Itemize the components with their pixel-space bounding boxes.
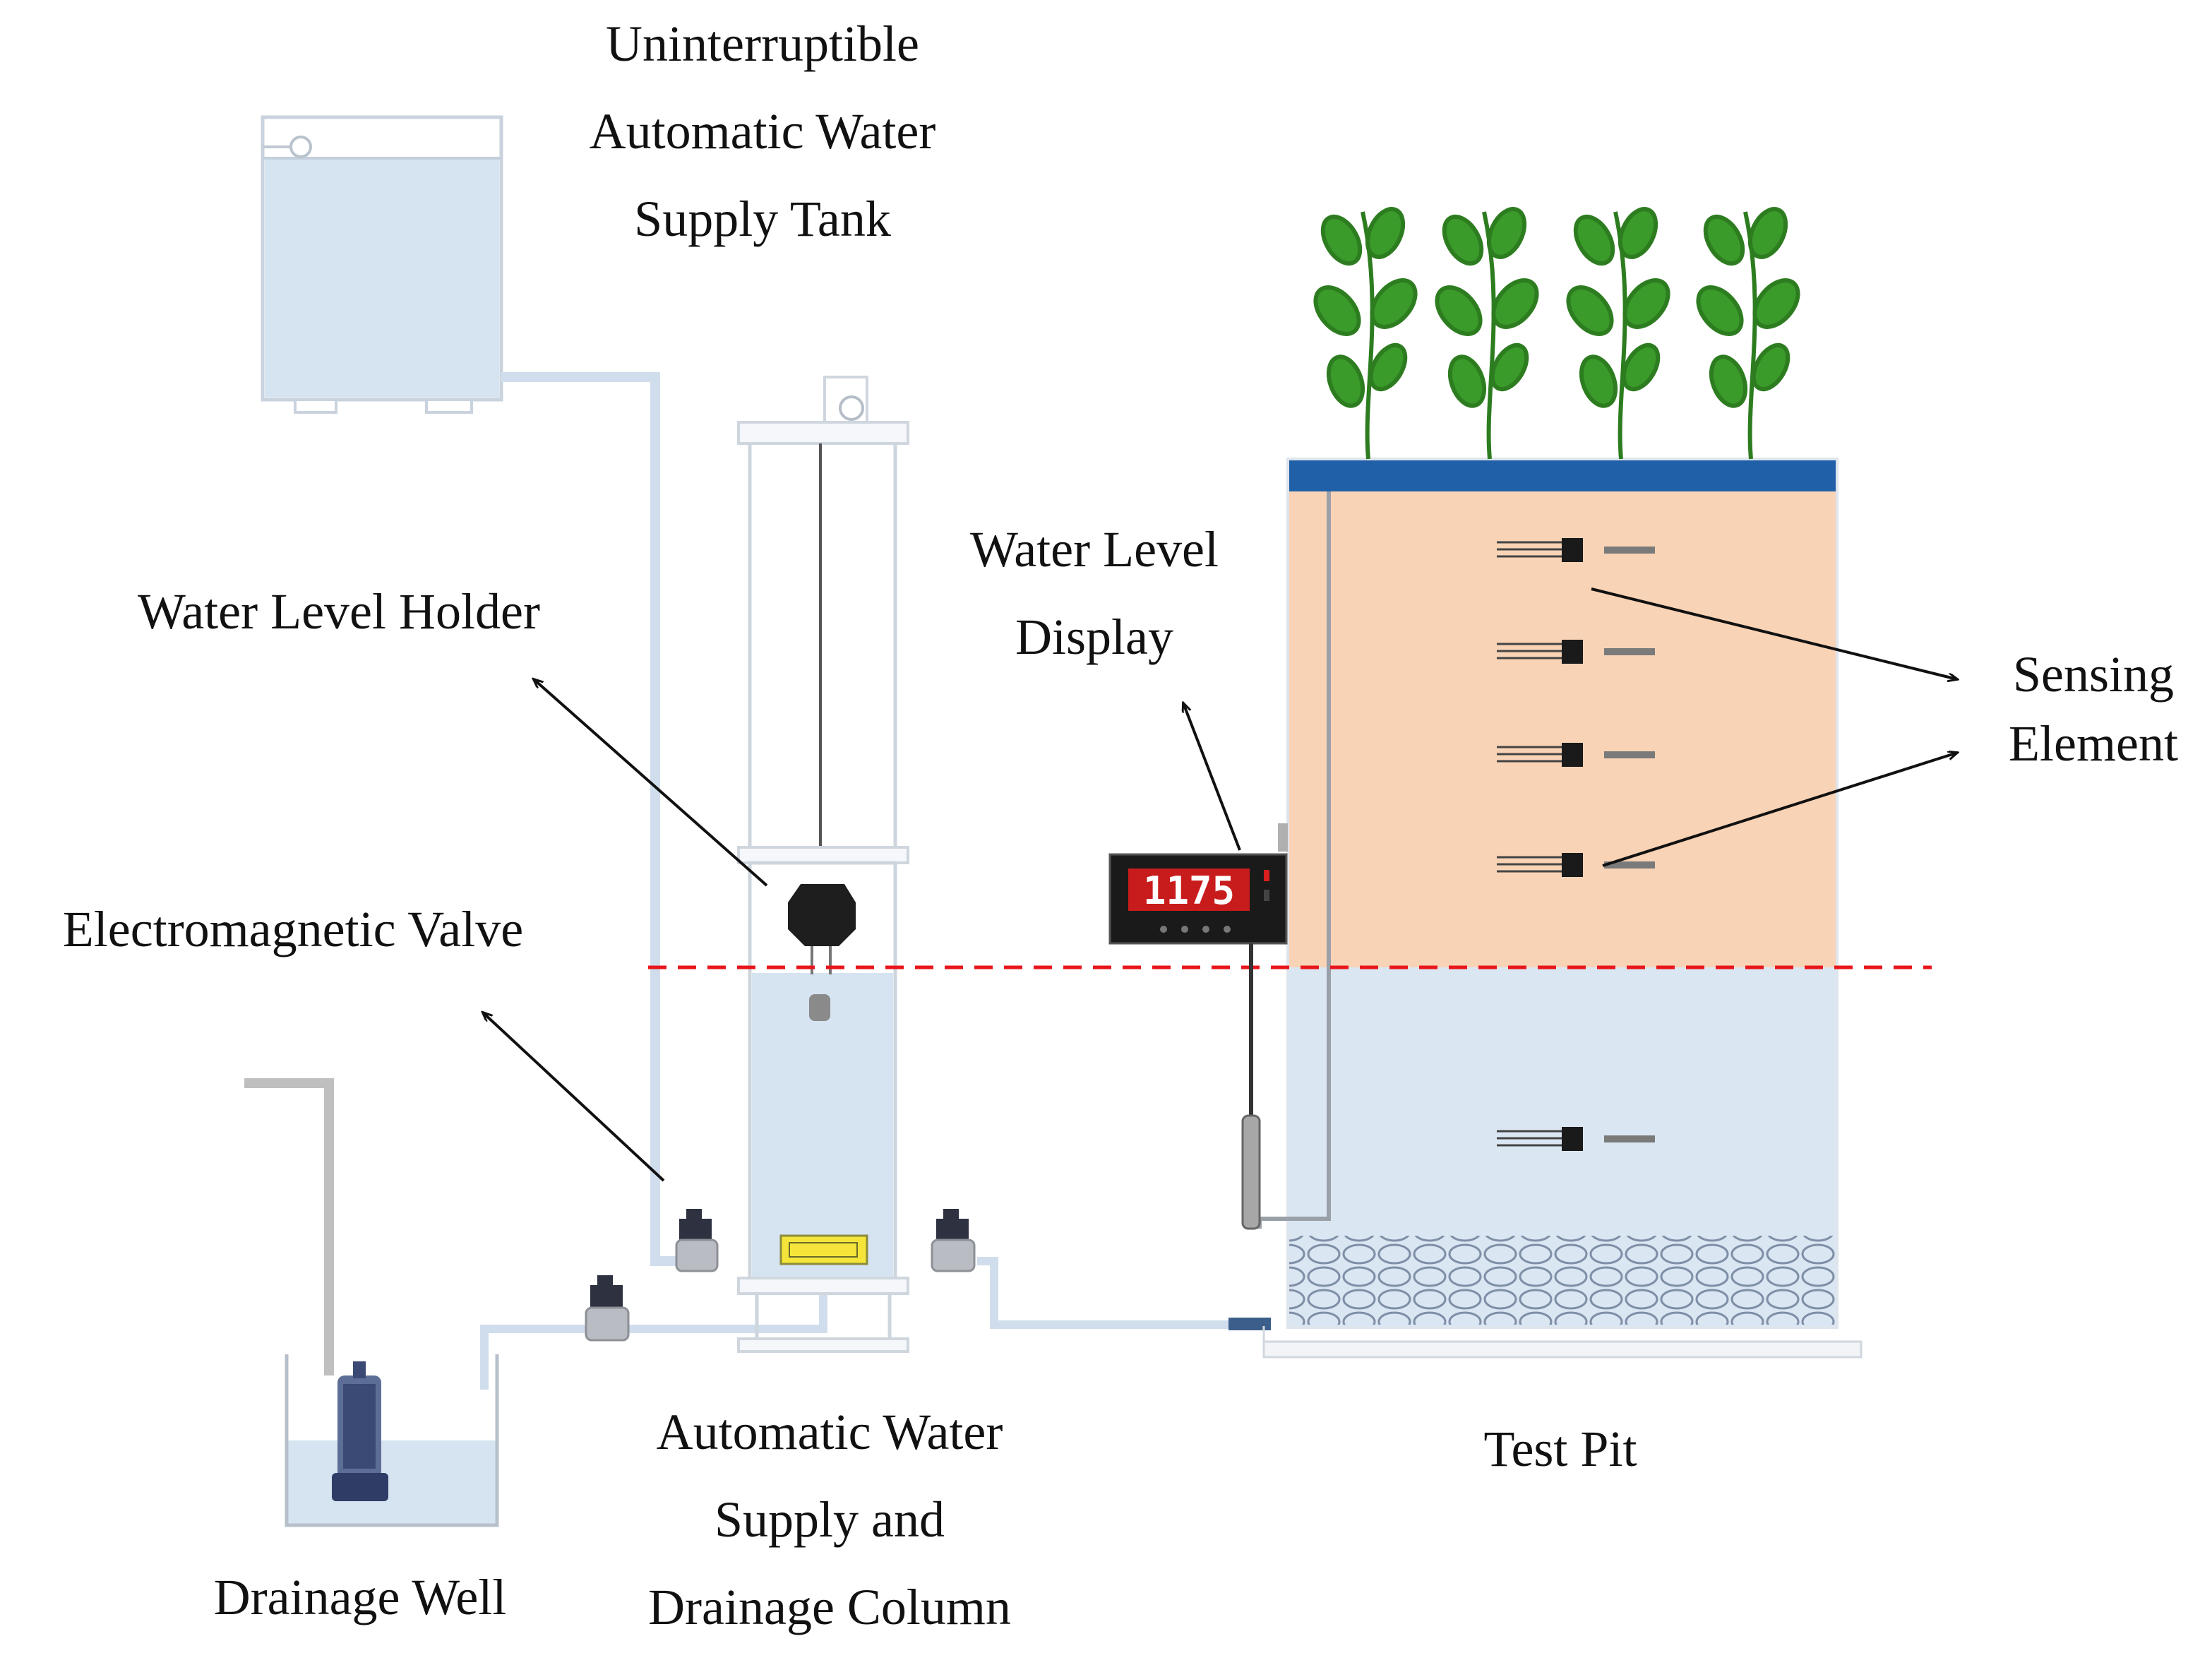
arrow-sensing-upper [1591,587,1957,679]
sensing-label: Sensing Element [1977,640,2210,778]
drain-pipe [480,1295,827,1390]
drainage-well [285,1354,499,1527]
submersible-pump [332,1361,388,1501]
display-reading: 1175 [1143,869,1235,913]
sensing-label-line: Element [2009,715,2178,772]
arrow-holder [534,679,768,887]
holder-label: Water Level Holder [92,568,586,655]
arrow-display [1183,703,1241,851]
valve-label-text: Electromagnetic Valve [62,901,524,957]
column-label-line: Automatic Water [656,1404,1003,1460]
plants [1313,207,1800,460]
column-label: Automatic Water Supply and Drainage Colu… [593,1388,1066,1651]
pump-discharge-pipe [244,1078,334,1375]
display-label: Water Level Display [918,506,1271,681]
pit-label: Test Pit [1419,1405,1702,1493]
well-label: Drainage Well [155,1553,565,1641]
leader-arrows [483,587,1957,1182]
valve-drain [585,1275,630,1342]
supply-pipe [501,372,692,1266]
tank-label-line: Uninterruptible [606,16,919,72]
arrow-sensing-lower [1602,753,1957,867]
pit-label-text: Test Pit [1483,1421,1637,1477]
well-label-text: Drainage Well [213,1569,507,1625]
display-label-line: Display [1015,609,1173,665]
water-level-display [1108,823,1288,1230]
drainage-column [737,376,909,1353]
sensing-elements [1497,538,1655,1151]
column-label-line: Drainage Column [648,1579,1011,1635]
arrow-valve [483,1013,665,1182]
display-label-line: Water Level [970,521,1219,578]
valve-supply [675,1209,719,1272]
tank-label-line: Automatic Water [589,103,936,160]
tank-label: Uninterruptible Automatic Water Supply T… [537,0,988,263]
water-level-holder [788,884,856,1021]
pit-inlet [1228,1318,1271,1330]
valve-label: Electromagnetic Valve [14,885,572,973]
sensing-label-line: Sensing [2012,646,2175,703]
holder-label-text: Water Level Holder [138,583,540,640]
valve-pit [931,1209,976,1272]
column-label-line: Supply and [714,1491,945,1548]
tank-label-line: Supply Tank [634,191,891,247]
supply-tank [261,115,503,414]
test-pit [1262,458,1863,1359]
pit-feed-pipe [977,1257,1264,1329]
